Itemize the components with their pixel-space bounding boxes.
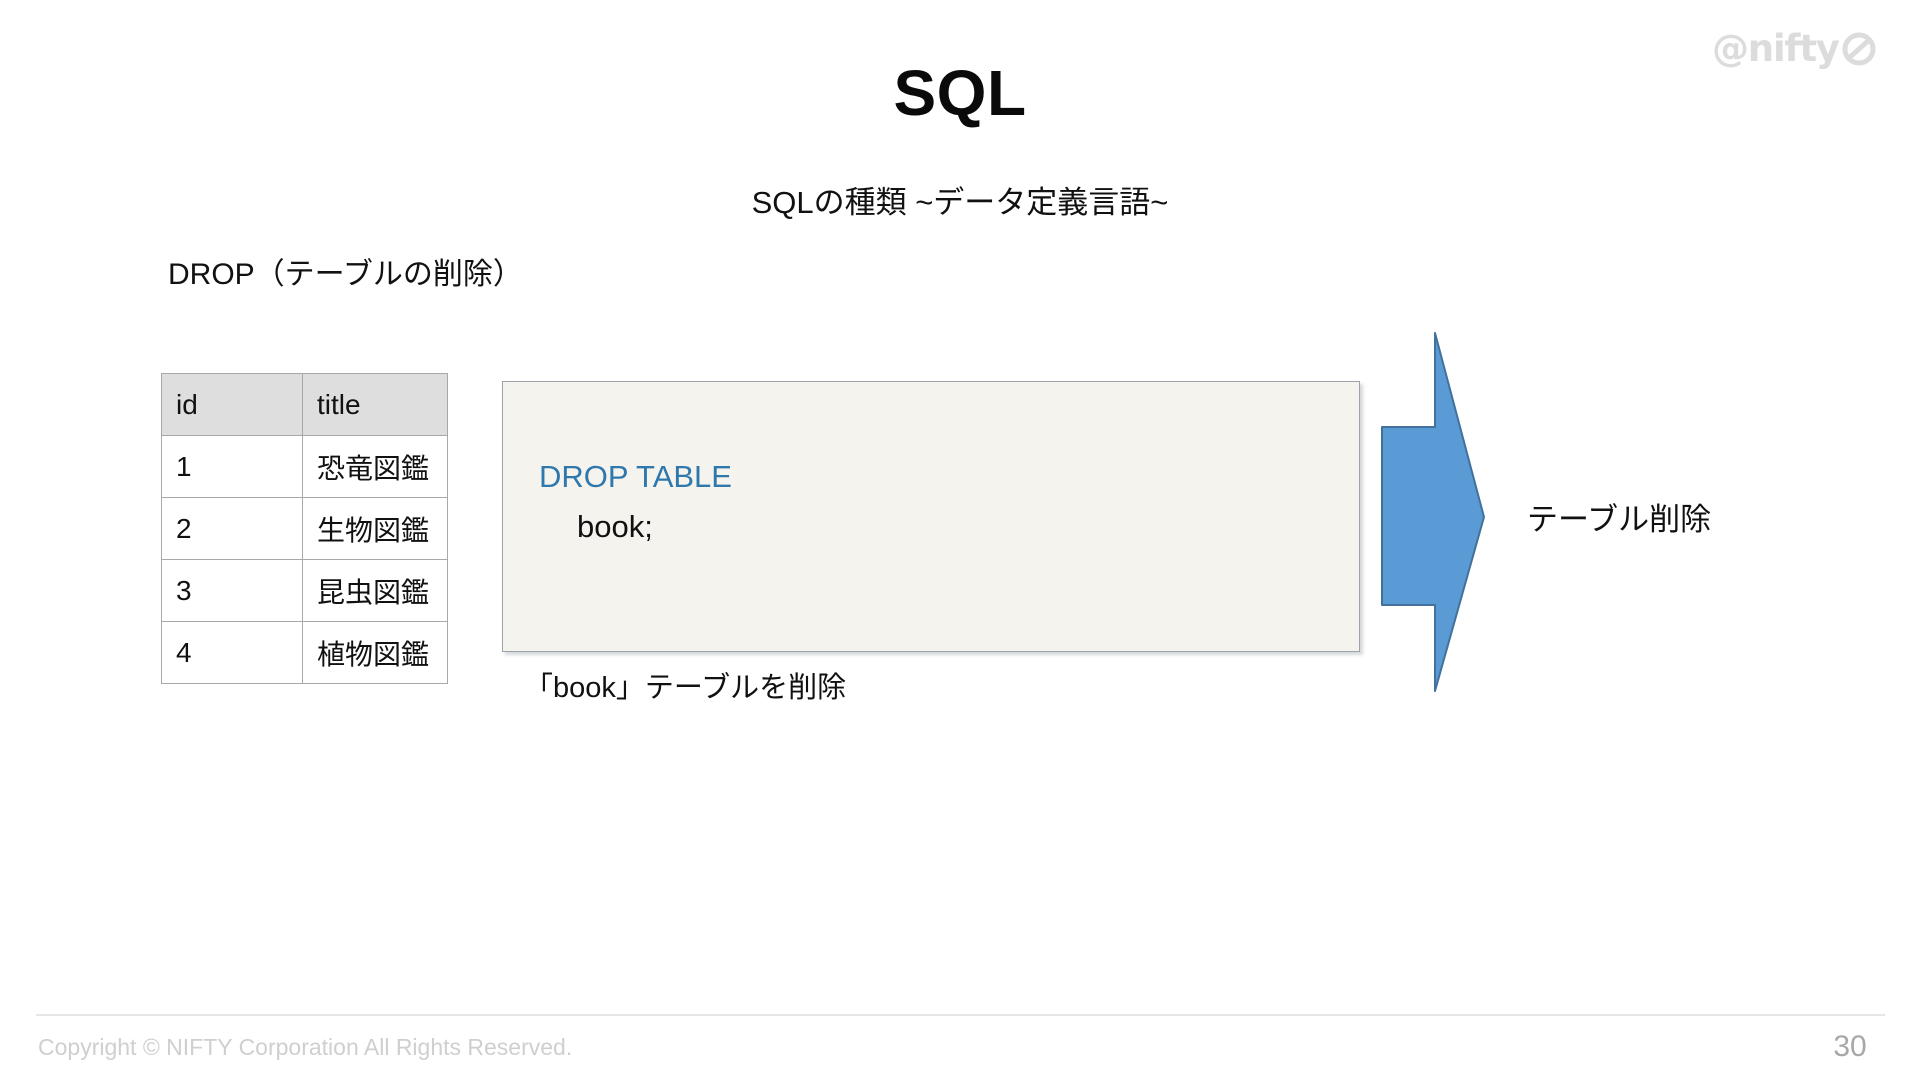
table-cell-title: 昆虫図鑑 bbox=[302, 559, 448, 622]
table-cell-id: 1 bbox=[161, 435, 303, 498]
table-row: 2 生物図鑑 bbox=[161, 497, 448, 560]
sql-body-line: book; bbox=[577, 509, 653, 544]
table-column-header-title: title bbox=[302, 373, 448, 436]
footer-divider bbox=[36, 1014, 1885, 1016]
table-row: 1 恐竜図鑑 bbox=[161, 435, 448, 498]
right-block-arrow-icon bbox=[1378, 328, 1488, 696]
arrow-label: テーブル削除 bbox=[1527, 502, 1712, 537]
table-row: 4 植物図鑑 bbox=[161, 621, 448, 684]
page-subtitle: SQLの種類 ~データ定義言語~ bbox=[751, 185, 1169, 220]
sql-code-panel: DROP TABLE book; bbox=[502, 381, 1360, 652]
section-heading: DROP（テーブルの削除） bbox=[168, 258, 523, 291]
nifty-circle-icon bbox=[1842, 32, 1876, 66]
table-cell-id: 2 bbox=[161, 497, 303, 560]
page-title: SQL bbox=[893, 57, 1027, 129]
table-cell-title: 恐竜図鑑 bbox=[302, 435, 448, 498]
table-header-row: id title bbox=[161, 373, 448, 436]
sql-keyword-line: DROP TABLE bbox=[539, 459, 732, 494]
table-column-header-id: id bbox=[161, 373, 303, 436]
table-cell-id: 3 bbox=[161, 559, 303, 622]
table-row: 3 昆虫図鑑 bbox=[161, 559, 448, 622]
nifty-logo-text: @nifty bbox=[1712, 27, 1840, 70]
book-table: id title 1 恐竜図鑑 2 生物図鑑 3 昆虫図鑑 4 植物図鑑 bbox=[161, 373, 448, 684]
table-cell-id: 4 bbox=[161, 621, 303, 684]
nifty-logo: @nifty bbox=[1712, 30, 1876, 67]
footer-copyright: Copyright © NIFTY Corporation All Rights… bbox=[38, 1034, 573, 1060]
table-cell-title: 植物図鑑 bbox=[302, 621, 448, 684]
page-number: 30 bbox=[1833, 1030, 1867, 1063]
table-cell-title: 生物図鑑 bbox=[302, 497, 448, 560]
sql-code-caption: 「book」テーブルを削除 bbox=[524, 672, 847, 704]
